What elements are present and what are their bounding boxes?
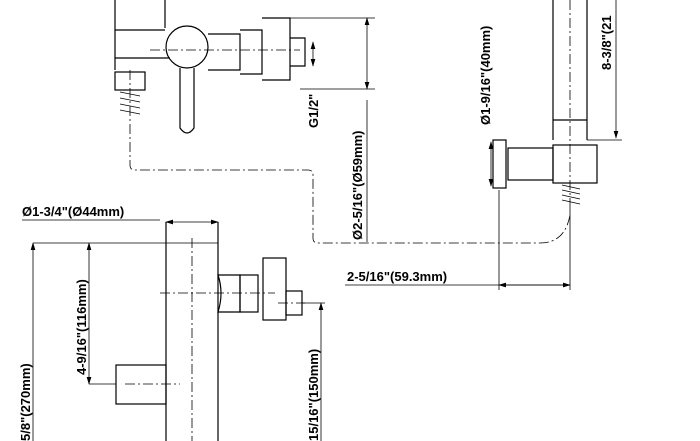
top-valve-view [114, 0, 571, 244]
holder-offset-label: 2-5/16"(59.3mm) [347, 269, 447, 284]
lever-height-label: 4-9/16"(116mm) [74, 279, 89, 375]
holder-height-label: 8-3/8"(21 [599, 15, 614, 70]
total-height-label: 5/8"(270mm) [18, 363, 33, 441]
shower-holder-view [345, 0, 622, 290]
outer-diameter-label: Ø2-5/16"(Ø59mm) [350, 131, 365, 240]
thread-label: G1/2" [306, 94, 321, 128]
bottom-valve-view [22, 219, 325, 441]
holder-diameter-label: Ø1-9/16"(40mm) [478, 26, 493, 125]
body-diameter-label: Ø1-3/4"(Ø44mm) [22, 204, 124, 219]
outlet-height-label: 15/16"(150mm) [306, 349, 321, 441]
